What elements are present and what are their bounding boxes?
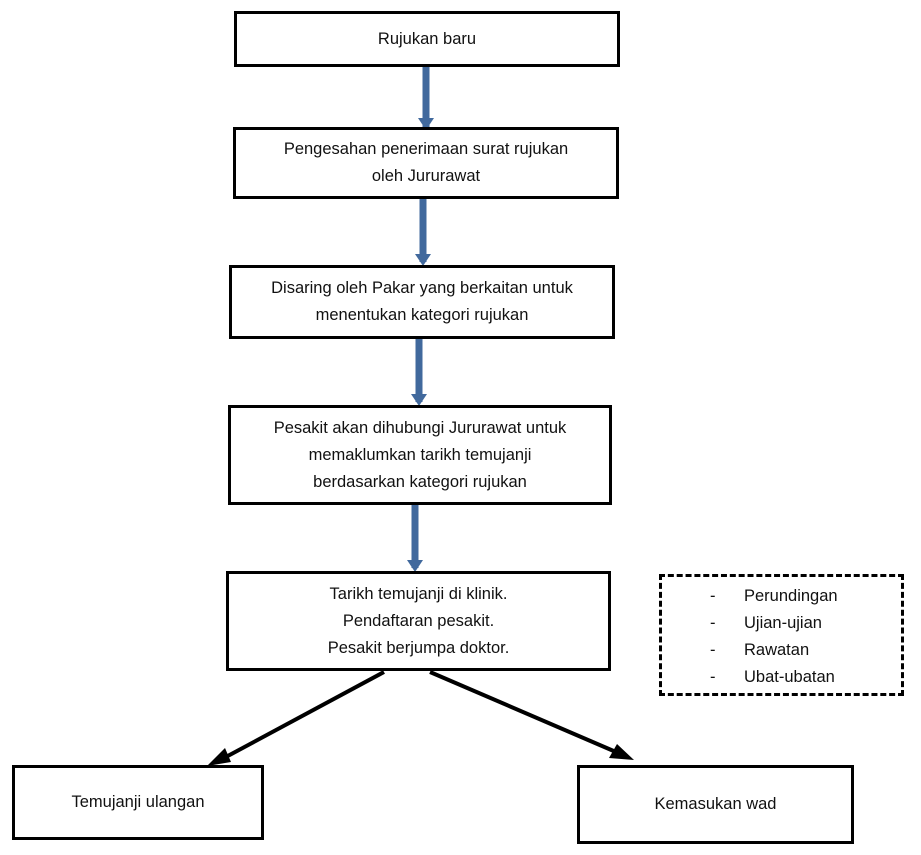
node-tarikh-temujanji: Tarikh temujanji di klinik. Pendaftaran …	[226, 571, 611, 671]
arrowhead-3-to-4	[411, 394, 427, 406]
node-dihubungi-line-1: Pesakit akan dihubungi Jururawat untuk	[273, 418, 567, 437]
note-bullet: -	[710, 587, 716, 605]
note-item: - Ubat-ubatan	[662, 664, 901, 691]
node-tarikh-line-3: Pesakit berjumpa doktor.	[327, 638, 510, 657]
arrowhead-2-to-3	[415, 254, 431, 266]
notes-box: - Perundingan - Ujian-ujian - Rawatan - …	[659, 574, 904, 696]
arrowhead-4-to-5	[407, 560, 423, 572]
node-temujanji-ulangan: Temujanji ulangan	[12, 765, 264, 840]
node-rujukan-baru: Rujukan baru	[234, 11, 620, 67]
note-bullet: -	[710, 668, 716, 686]
arrowhead-5-to-6	[207, 748, 231, 766]
note-item: - Ujian-ujian	[662, 610, 901, 637]
node-pesakit-dihubungi: Pesakit akan dihubungi Jururawat untuk m…	[228, 405, 612, 505]
note-item-label: Perundingan	[744, 587, 838, 605]
note-item: - Rawatan	[662, 637, 901, 664]
node-dihubungi-line-3: berdasarkan kategori rujukan	[313, 472, 527, 491]
node-kemasukan-wad: Kemasukan wad	[577, 765, 854, 844]
node-kemasukan-wad-line-1: Kemasukan wad	[654, 795, 777, 813]
node-disaring-line-1: Disaring oleh Pakar yang berkaitan untuk	[271, 279, 573, 297]
note-bullet: -	[710, 614, 716, 632]
note-item-label: Ujian-ujian	[744, 614, 822, 632]
note-bullet: -	[710, 641, 716, 659]
node-tarikh-line-1: Tarikh temujanji di klinik.	[329, 584, 508, 603]
node-disaring-line-2: menentukan kategori rujukan	[315, 306, 529, 324]
node-dihubungi-line-2: memaklumkan tarikh temujanji	[308, 445, 532, 464]
note-item-label: Rawatan	[744, 641, 810, 659]
node-tarikh-line-2: Pendaftaran pesakit.	[342, 611, 495, 630]
arrow-5-to-6	[223, 670, 385, 760]
node-pengesahan-penerimaan: Pengesahan penerimaan surat rujukan oleh…	[233, 127, 619, 199]
node-pengesahan-line-2: oleh Jururawat	[371, 167, 481, 185]
node-pengesahan-line-1: Pengesahan penerimaan surat rujukan	[283, 140, 569, 158]
arrowhead-1-to-2	[418, 118, 434, 130]
arrowhead-5-to-7	[609, 744, 634, 760]
arrow-5-to-7	[429, 670, 617, 754]
note-item: - Perundingan	[662, 583, 901, 610]
node-disaring-oleh-pakar: Disaring oleh Pakar yang berkaitan untuk…	[229, 265, 615, 339]
node-temujanji-ulangan-line-1: Temujanji ulangan	[71, 793, 205, 811]
note-item-label: Ubat-ubatan	[744, 668, 835, 686]
node-rujukan-baru-line-1: Rujukan baru	[377, 29, 477, 48]
